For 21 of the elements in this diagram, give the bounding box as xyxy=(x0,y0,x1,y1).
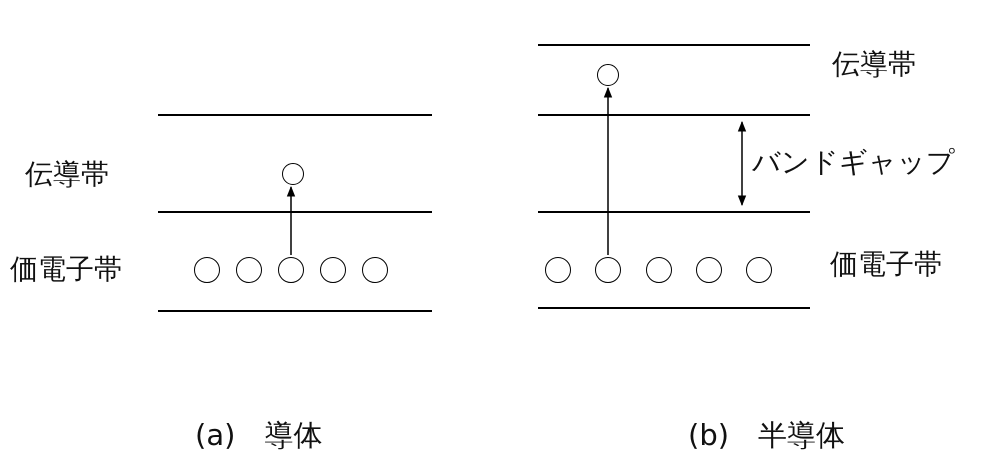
panel-caption: (b) 半導体 xyxy=(688,420,846,452)
arrow xyxy=(286,186,296,255)
electron-circle xyxy=(646,257,672,283)
electron-circle xyxy=(545,257,571,283)
band-label: 伝導帯 xyxy=(832,50,916,80)
electron-circle xyxy=(236,257,262,283)
electron-circle xyxy=(282,163,304,185)
band-label: 価電子帯 xyxy=(830,250,942,280)
electron-circle xyxy=(362,257,388,283)
electron-circle xyxy=(746,257,772,283)
electron-circle xyxy=(696,257,722,283)
panel-caption: (a) 導体 xyxy=(195,420,322,452)
band-label: 価電子帯 xyxy=(10,254,122,286)
electron-circle xyxy=(595,257,621,283)
electron-circle xyxy=(278,257,304,283)
electron-circle xyxy=(320,257,346,283)
arrow xyxy=(604,86,612,255)
electron-circle xyxy=(597,64,619,86)
band-label: 伝導帯 xyxy=(25,160,109,190)
band-gap-label: バンドギャップ xyxy=(752,148,955,178)
electron-circle xyxy=(194,257,220,283)
